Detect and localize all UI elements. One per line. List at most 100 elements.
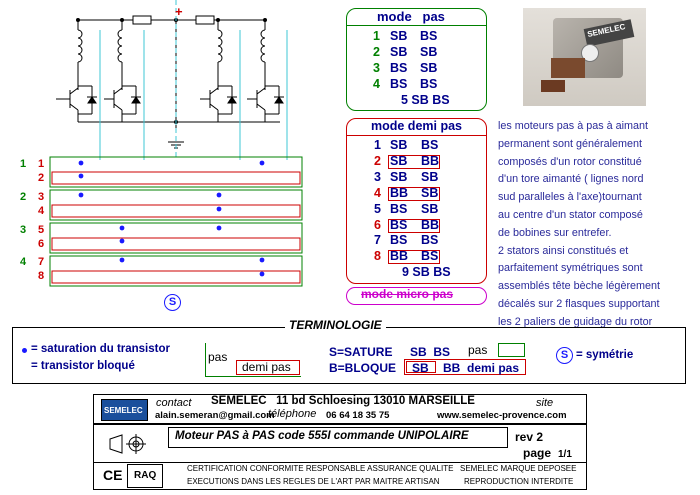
title-block (93, 394, 587, 490)
mode-pas-step: 2 (373, 45, 380, 59)
step-outer-1: 1 (20, 158, 27, 170)
description-line: permanent sont généralement (498, 137, 643, 150)
mode-demi-pas-a: BS (390, 217, 408, 232)
step-inner-5: 5 (38, 224, 45, 236)
mode-pas-b: SB (420, 45, 438, 59)
ce-mark: CE (103, 467, 123, 483)
mode-demi-pas-repeat: 9 SB BS (402, 265, 451, 279)
step-inner-6: 6 (38, 238, 45, 250)
mode-pas-b: BS (420, 77, 438, 91)
mode-demi-pas-step: 1 (374, 138, 381, 152)
mark-line-1: SEMELEC MARQUE DEPOSEE (460, 464, 577, 473)
mode-demi-pas-a: SB (390, 153, 408, 168)
step-inner-2: 2 (38, 172, 45, 184)
description-line: assemblés tête bèche légèrement (498, 280, 661, 293)
description-line: les moteurs pas à pas à aimant (498, 120, 649, 132)
mode-pas-a: SB (390, 29, 408, 43)
terminology-title: TERMINOLOGIE (285, 318, 386, 332)
mode-demi-pas-b: BS (421, 249, 439, 264)
mode-pas-b: SB (420, 61, 438, 75)
mode-demi-pas-a: BB (390, 249, 409, 264)
symmetry-icon: S (164, 294, 181, 311)
step-inner-4: 4 (38, 205, 45, 217)
mode-demi-pas-divider (346, 135, 487, 136)
step-outer-3: 3 (20, 224, 27, 236)
mode-pas-box (346, 8, 487, 111)
part-icon (108, 433, 148, 460)
mode-demi-pas-highlight (388, 186, 440, 201)
step-inner-1: 1 (38, 158, 45, 170)
title-logo-text: SEMELEC (104, 406, 143, 415)
mode-demi-pas-highlight (388, 154, 440, 169)
mode-demi-pas-b: BB (421, 153, 440, 168)
mode-pas-a: BS (390, 77, 408, 91)
demi-legend-box (236, 360, 300, 375)
demi-example-box (404, 359, 526, 375)
description-line: de bobines sur entrefer. (498, 226, 612, 239)
mode-pas-a: BS (390, 61, 408, 75)
mode-demi-pas-b: BS (421, 138, 439, 152)
demi-legend: demi pas (242, 360, 291, 374)
mode-demi-pas-step: 3 (374, 169, 381, 184)
description-line: au centre d'un stator composé (498, 208, 643, 221)
mode-pas-repeat: 5 SB BS (401, 93, 450, 107)
mode-demi-pas-title: mode demi pas (371, 119, 462, 133)
sym-label: = symétrie (576, 349, 634, 361)
symmetry-legend-icon: S (556, 347, 573, 364)
mode-pas-title: mode pas (377, 9, 445, 24)
mode-demi-pas-b: BB (421, 217, 440, 232)
mode-demi-pas-a: SB (390, 138, 408, 152)
page-number: 1/1 (558, 449, 572, 460)
description-text: les moteurs pas à pas à aimant permanent … (498, 118, 698, 332)
mode-demi-pas-a: BS (390, 201, 408, 216)
mode-demi-pas-step: 6 (374, 217, 381, 232)
pas-legend-box (205, 343, 301, 377)
plus-sign: + (175, 4, 183, 19)
step-outer-2: 2 (20, 191, 27, 203)
step-grid (49, 156, 303, 287)
pas-example-box (498, 343, 525, 357)
description-line: sud paralleles à l'axe)tournant (498, 191, 642, 204)
description-line: d'un tore aimanté ( lignes nord (498, 173, 644, 186)
step-inner-3: 3 (38, 191, 45, 203)
raq-box (127, 464, 163, 488)
pas-legend: pas (208, 350, 228, 364)
mode-pas-b: BS (420, 29, 438, 43)
mode-micro-pas-box (346, 287, 487, 305)
document-title: Moteur PAS à PAS code 555I commande UNIP… (175, 430, 469, 442)
mode-demi-pas-step: 5 (374, 201, 381, 216)
step-inner-7: 7 (38, 256, 45, 268)
pas-example: pas (468, 343, 488, 357)
symmetry-letter: S (168, 296, 177, 308)
title-box (168, 427, 508, 448)
mode-demi-pas-b: BS (421, 233, 439, 248)
mode-demi-pas-step: 7 (374, 233, 381, 248)
mode-pas-step: 4 (373, 77, 380, 91)
email: alain.semeran@gmail.com (155, 410, 275, 421)
phone-label: téléphone (268, 408, 317, 420)
description-line: 2 stators ainsi constitués et (498, 244, 629, 257)
site-label: site (536, 397, 554, 409)
mode-demi-pas-a: BB (390, 185, 409, 200)
b-def: B=BLOQUE (329, 361, 397, 375)
mode-demi-pas-b: SB (421, 169, 439, 184)
raq-label: RAQ (134, 470, 157, 481)
sat-dot-icon (22, 348, 27, 353)
mode-pas-step: 3 (373, 61, 380, 75)
step-outer-4: 4 (20, 256, 27, 268)
s-def: S=SATURE (329, 345, 393, 359)
revision: rev 2 (515, 430, 544, 444)
sb-example-box (406, 361, 436, 373)
company-line: SEMELEC 11 bd Schloesing 13010 MARSEILLE (211, 395, 475, 407)
description-line: les 2 paliers de guidage du rotor (498, 315, 653, 328)
mode-pas-divider (346, 25, 487, 26)
mode-pas-a: SB (390, 45, 408, 59)
mode-demi-pas-box (346, 118, 487, 284)
mode-demi-pas-step: 8 (374, 249, 381, 264)
sb-bs-example: SB BS (410, 345, 451, 359)
description-line: composés d'un rotor constitué (498, 155, 642, 168)
description-line: décalés sur 2 flasques supportant (498, 297, 660, 310)
mark-line-2: REPRODUCTION INTERDITE (464, 477, 574, 486)
motor-photo: SEMELEC (523, 8, 646, 106)
cert-line-1: CERTIFICATION CONFORMITE RESPONSABLE ASS… (187, 464, 454, 473)
